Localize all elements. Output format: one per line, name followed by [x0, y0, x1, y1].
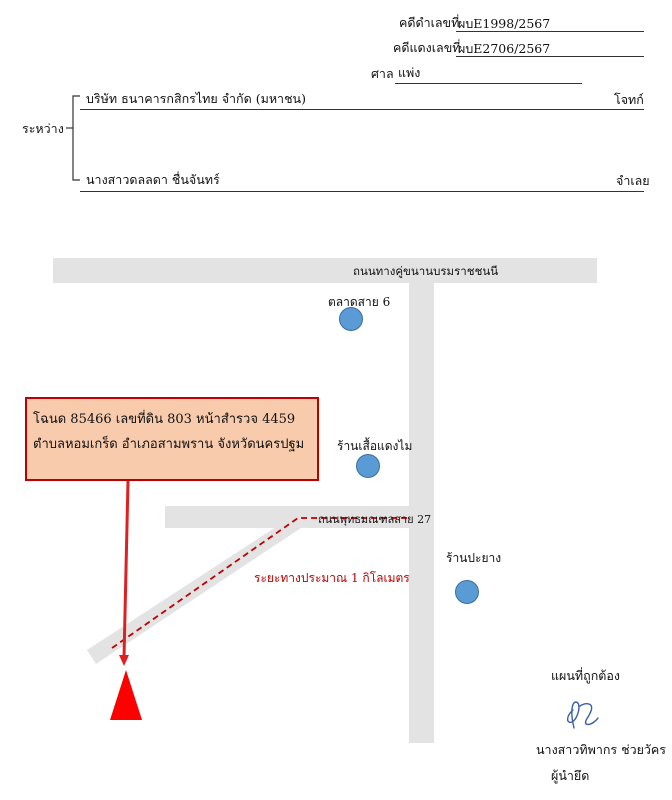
signature-image [566, 701, 599, 729]
main-road [53, 258, 597, 283]
black-case-label: คดีดำเลขที่ [399, 15, 460, 30]
court-label: ศาล [371, 66, 394, 81]
vertical-road [409, 283, 434, 743]
defendant-role: จำเลย [616, 173, 650, 188]
callout-pointer-line [122, 480, 130, 659]
black-case-underline [456, 31, 644, 32]
map-verified-label: แผนที่ถูกต้อง [551, 668, 621, 683]
callout-line-2: ตำบลหอมเกร็ด อำเภอสามพราน จังหวัดนครปฐม [33, 437, 305, 452]
signer-name: นางสาวทิพากร ช่วยวัคร [536, 742, 667, 757]
landmark-shirt-shop-label: ร้านเสื้อแดงไม [337, 439, 413, 453]
defendant-underline [80, 191, 644, 192]
land-deed-callout: โฉนด 85466 เลขที่ดิน 803 หน้าสำรวจ 4459 … [25, 397, 319, 481]
court-underline [395, 83, 582, 84]
defendant-name: นางสาวดลลดา ชื่นจันทร์ [86, 172, 220, 187]
landmark-pha-yang-label: ร้านปะยาง [446, 551, 502, 565]
location-marker-triangle [110, 670, 142, 720]
route-dashed-line [111, 517, 409, 649]
red-case-underline [456, 56, 644, 57]
landmark-pha-yang-dot [455, 580, 479, 604]
callout-line-1: โฉนด 85466 เลขที่ดิน 803 หน้าสำรวจ 4459 [33, 412, 296, 427]
soi-road [165, 506, 409, 528]
landmark-market-label: ตลาดสาย 6 [328, 295, 391, 309]
red-case-number: ผบE2706/2567 [458, 41, 551, 56]
black-case-number: ผบE1998/2567 [458, 16, 551, 31]
distance-label: ระยะทางประมาณ 1 กิโลเมตร [254, 571, 410, 585]
callout-pointer-arrowhead [119, 655, 129, 666]
main-road-label: ถนนทางคู่ขนานบรมราชชนนี [353, 264, 499, 278]
landmark-shirt-shop-dot [356, 454, 380, 478]
landmark-market-dot [339, 307, 363, 331]
signer-role: ผู้นำยึด [551, 768, 590, 783]
party-bracket [72, 95, 80, 181]
red-case-label: คดีแดงเลขที่ [393, 40, 461, 55]
plaintiff-name: บริษัท ธนาคารกสิกรไทย จำกัด (มหาชน) [86, 91, 306, 106]
between-label: ระหว่าง [22, 121, 64, 136]
soi-road-label: ถนนพุทธมณฑลสาย 27 [318, 513, 432, 526]
plaintiff-role: โจทก์ [614, 92, 644, 107]
court-name: แพ่ง [398, 65, 421, 80]
plaintiff-underline [80, 109, 644, 110]
